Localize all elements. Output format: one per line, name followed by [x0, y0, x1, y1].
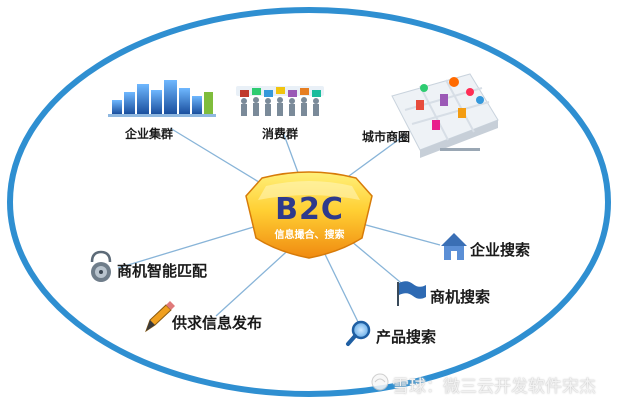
house-icon — [441, 233, 467, 260]
flag-icon — [397, 281, 426, 306]
smart-matching-label: 商机智能匹配 — [117, 262, 208, 280]
city-business-circle-label: 城市商圈 — [362, 130, 411, 144]
product-search-label: 产品搜索 — [376, 328, 437, 346]
connectors — [117, 127, 441, 327]
city-map-icon — [391, 73, 499, 158]
enterprise-cluster-icon — [108, 80, 216, 117]
xueqiu-logo-icon — [371, 373, 389, 391]
b2c-title: B2C — [275, 192, 344, 227]
enterprise-search-label: 企业搜索 — [470, 241, 531, 259]
lock-icon — [90, 250, 112, 282]
consumer-group-label: 消费群 — [262, 127, 299, 141]
b2c-subtitle: 信息撮合、搜索 — [274, 230, 345, 241]
pencil-icon — [145, 301, 175, 333]
enterprise-cluster-label: 企业集群 — [125, 127, 174, 141]
supply-demand-publish-label: 供求信息发布 — [172, 314, 263, 332]
watermark-text: 雪球：微三云开发软件宋杰 — [392, 377, 596, 397]
business-search-label: 商机搜索 — [430, 288, 491, 306]
consumer-group-icon — [236, 86, 324, 116]
magnifier-icon — [346, 320, 371, 346]
